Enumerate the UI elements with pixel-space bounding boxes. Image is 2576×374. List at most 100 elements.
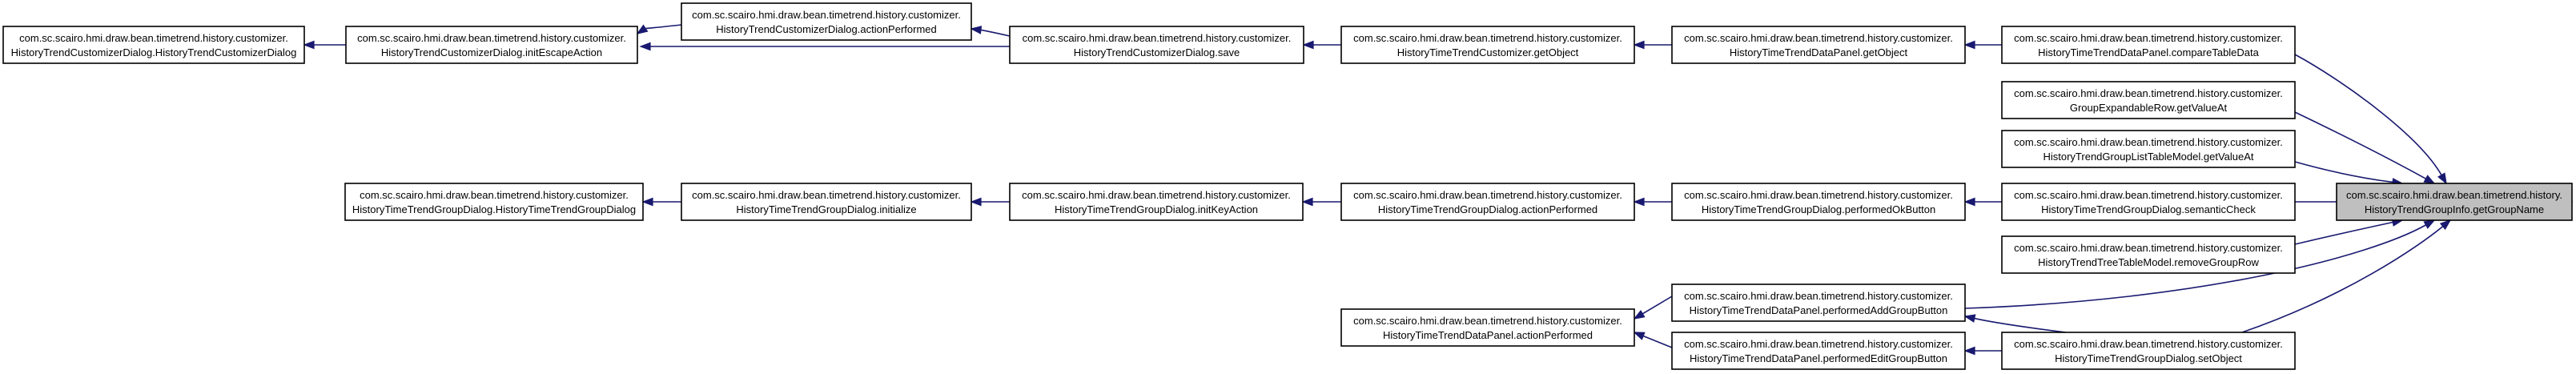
function-node[interactable]: com.sc.scairo.hmi.draw.bean.timetrend.hi…	[2001, 130, 2296, 168]
node-method-label: HistoryTimeTrendGroupDialog.performedOkB…	[1702, 203, 1935, 215]
call-edge	[639, 42, 1010, 51]
arrowhead-icon	[2439, 219, 2452, 231]
call-edge	[2294, 111, 2436, 184]
call-edge	[2294, 161, 2404, 187]
arrowhead-icon	[1633, 197, 1645, 207]
function-node[interactable]: com.sc.scairo.hmi.draw.bean.timetrend.hi…	[1671, 26, 1966, 64]
edge-line	[645, 24, 682, 30]
call-edge	[1963, 40, 2002, 50]
function-node[interactable]: com.sc.scairo.hmi.draw.bean.timetrend.hi…	[681, 2, 972, 41]
function-node[interactable]: com.sc.scairo.hmi.draw.bean.timetrend.hi…	[2001, 332, 2296, 370]
node-method-label: GroupExpandableRow.getValueAt	[2070, 102, 2228, 114]
function-node[interactable]: com.sc.scairo.hmi.draw.bean.timetrend.hi…	[1671, 332, 1966, 370]
edge-line	[1642, 335, 1673, 348]
function-node[interactable]: com.sc.scairo.hmi.draw.bean.timetrend.hi…	[345, 26, 638, 64]
node-package-label: com.sc.scairo.hmi.draw.bean.timetrend.hi…	[1684, 32, 1953, 44]
function-node[interactable]: com.sc.scairo.hmi.draw.bean.timetrend.hi…	[1671, 183, 1966, 221]
node-box	[681, 183, 972, 221]
call-edge	[1963, 346, 2002, 356]
node-method-label: HistoryTrendCustomizerDialog.save	[1074, 46, 1240, 58]
edge-line	[2294, 111, 2426, 179]
arrowhead-icon	[1633, 40, 1645, 50]
node-package-label: com.sc.scairo.hmi.draw.bean.timetrend.hi…	[1353, 189, 1622, 201]
call-edge	[1633, 197, 1672, 207]
node-method-label: HistoryTrendCustomizerDialog.initEscapeA…	[381, 46, 602, 58]
function-node[interactable]: com.sc.scairo.hmi.draw.bean.timetrend.hi…	[1340, 183, 1635, 221]
node-method-label: HistoryTimeTrendDataPanel.performedEditG…	[1690, 352, 1947, 364]
edge-line	[2294, 161, 2393, 183]
node-package-label: com.sc.scairo.hmi.draw.bean.timetrend.hi…	[1684, 338, 1953, 350]
node-method-label: HistoryTimeTrendGroupDialog.initKeyActio…	[1055, 203, 1258, 215]
node-package-label: com.sc.scairo.hmi.draw.bean.timetrend.hi…	[360, 189, 629, 201]
arrowhead-icon	[1963, 314, 1976, 323]
function-node[interactable]: com.sc.scairo.hmi.draw.bean.timetrend.hi…	[1340, 308, 1635, 347]
function-node[interactable]: com.sc.scairo.hmi.draw.bean.timetrend.hi…	[2001, 26, 2296, 64]
arrowhead-icon	[1301, 197, 1313, 207]
function-node[interactable]: com.sc.scairo.hmi.draw.bean.timetrend.hi…	[2001, 183, 2296, 221]
call-edge	[636, 24, 682, 34]
node-box	[1671, 284, 1966, 322]
call-edge	[1301, 197, 1341, 207]
call-edge	[2294, 54, 2447, 185]
node-method-label: HistoryTimeTrendGroupDialog.setObject	[2055, 352, 2242, 364]
call-edge	[641, 197, 681, 207]
function-node[interactable]: com.sc.scairo.hmi.draw.bean.timetrend.hi…	[1340, 26, 1635, 64]
node-box	[2001, 81, 2296, 119]
node-method-label: HistoryTimeTrendGroupDialog.HistoryTimeT…	[352, 203, 636, 215]
function-node[interactable]: com.sc.scairo.hmi.draw.bean.timetrend.hi…	[344, 183, 644, 221]
call-edge	[1302, 40, 1341, 50]
node-box	[1009, 26, 1304, 64]
node-box	[345, 26, 638, 64]
node-method-label: HistoryTimeTrendDataPanel.getObject	[1730, 46, 1908, 58]
node-method-label: HistoryTrendGroupListTableModel.getValue…	[2043, 151, 2253, 163]
node-box	[2001, 130, 2296, 168]
focus-function-node[interactable]: com.sc.scairo.hmi.draw.bean.timetrend.hi…	[2336, 183, 2573, 221]
node-box	[1009, 183, 1304, 221]
node-package-label: com.sc.scairo.hmi.draw.bean.timetrend.hi…	[692, 9, 961, 21]
call-edge	[970, 197, 1010, 207]
arrowhead-icon	[639, 42, 651, 51]
call-edge	[303, 40, 346, 50]
node-method-label: HistoryTrendGroupInfo.getGroupName	[2365, 203, 2544, 215]
node-box	[2336, 183, 2573, 221]
node-box	[2001, 332, 2296, 370]
function-node[interactable]: com.sc.scairo.hmi.draw.bean.timetrend.hi…	[1671, 284, 1966, 322]
arrowhead-icon	[1963, 346, 1975, 356]
arrowhead-icon	[1633, 309, 1646, 320]
node-box	[344, 183, 644, 221]
node-box	[2001, 26, 2296, 64]
edge-line	[1642, 296, 1673, 315]
edge-line	[2294, 221, 2393, 245]
node-method-label: HistoryTimeTrendCustomizer.getObject	[1397, 46, 1579, 58]
node-method-label: HistoryTimeTrendGroupDialog.semanticChec…	[2041, 203, 2256, 215]
arrowhead-icon	[636, 24, 649, 34]
function-node[interactable]: com.sc.scairo.hmi.draw.bean.timetrend.hi…	[681, 183, 972, 221]
node-box	[1340, 183, 1635, 221]
arrowhead-icon	[1302, 40, 1314, 50]
node-box	[1671, 183, 1966, 221]
arrowhead-icon	[970, 197, 982, 207]
call-edge	[1633, 296, 1673, 320]
function-node[interactable]: com.sc.scairo.hmi.draw.bean.timetrend.hi…	[1009, 183, 1304, 221]
node-package-label: com.sc.scairo.hmi.draw.bean.timetrend.hi…	[2014, 136, 2283, 148]
function-node[interactable]: com.sc.scairo.hmi.draw.bean.timetrend.hi…	[2, 26, 305, 64]
function-node[interactable]: com.sc.scairo.hmi.draw.bean.timetrend.hi…	[1009, 26, 1304, 64]
node-box	[1340, 26, 1635, 64]
node-method-label: HistoryTrendCustomizerDialog.HistoryTren…	[11, 46, 297, 58]
call-edge	[1963, 314, 2067, 333]
function-node[interactable]: com.sc.scairo.hmi.draw.bean.timetrend.hi…	[2001, 81, 2296, 119]
node-method-label: HistoryTimeTrendGroupDialog.initialize	[736, 203, 916, 215]
edge-line	[2294, 54, 2442, 175]
arrowhead-icon	[2423, 219, 2436, 229]
node-box	[1671, 26, 1966, 64]
function-node[interactable]: com.sc.scairo.hmi.draw.bean.timetrend.hi…	[2001, 235, 2296, 274]
node-method-label: HistoryTimeTrendGroupDialog.actionPerfor…	[1378, 203, 1597, 215]
arrowhead-icon	[970, 26, 983, 34]
arrowhead-icon	[303, 40, 315, 50]
node-package-label: com.sc.scairo.hmi.draw.bean.timetrend.hi…	[357, 32, 626, 44]
node-method-label: HistoryTrendTreeTableModel.removeGroupRo…	[2038, 256, 2259, 268]
arrowhead-icon	[1963, 197, 1975, 207]
node-box	[681, 2, 972, 41]
